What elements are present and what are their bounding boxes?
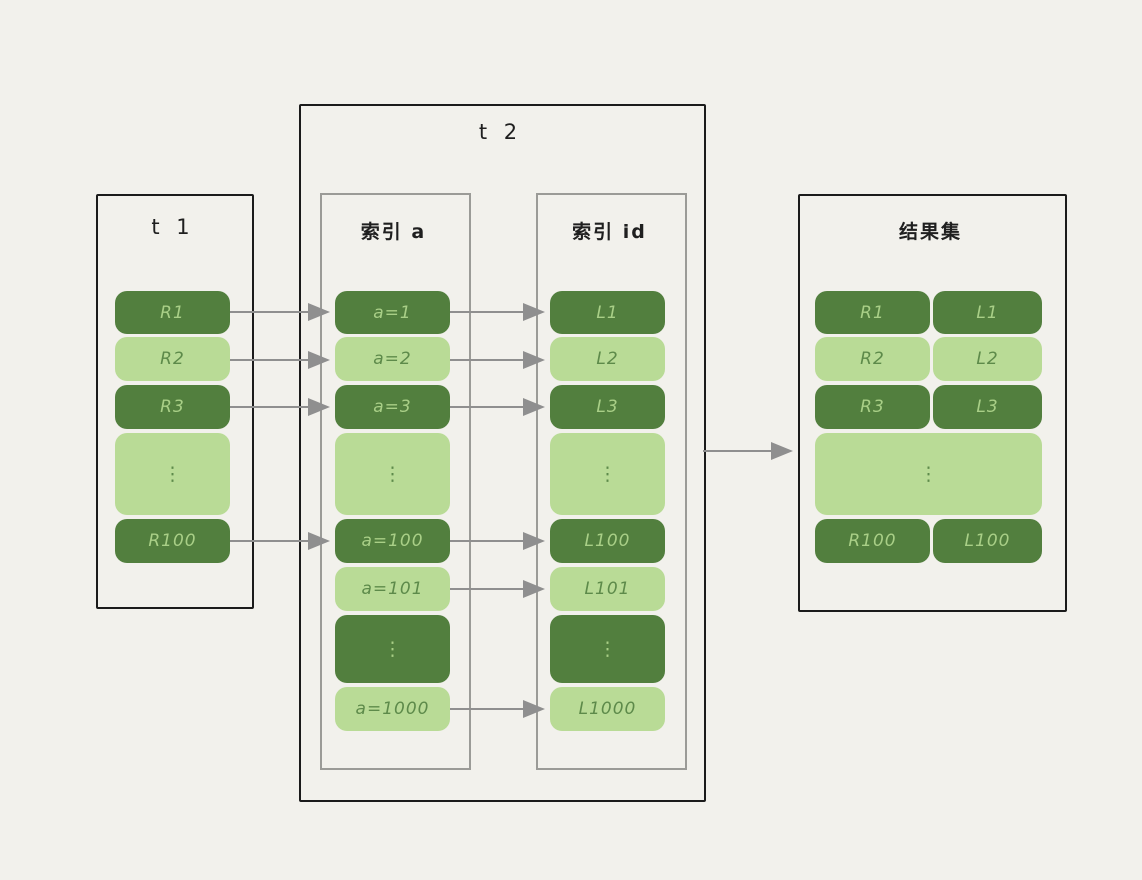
result-row-3-left: R3 bbox=[815, 385, 930, 429]
result-set-title: 结果集 bbox=[898, 221, 962, 243]
index-id-row-100: L100 bbox=[550, 519, 665, 563]
index-id-row-1000: L1000 bbox=[550, 687, 665, 731]
t1-row-r3: R3 bbox=[115, 385, 230, 429]
result-row-100-right: L100 bbox=[933, 519, 1042, 563]
t1-title: t 1 bbox=[151, 215, 195, 239]
result-row-2-right: L2 bbox=[933, 337, 1042, 381]
index-id-row-2: L2 bbox=[550, 337, 665, 381]
index-id-row-ellipsis-1: ⋮ bbox=[550, 433, 665, 515]
t2-title: t 2 bbox=[478, 120, 523, 144]
t1-row-r100: R100 bbox=[115, 519, 230, 563]
index-id-row-101: L101 bbox=[550, 567, 665, 611]
index-id-row-3: L3 bbox=[550, 385, 665, 429]
index-id-row-ellipsis-2: ⋮ bbox=[550, 615, 665, 683]
index-a-row-1000: a=1000 bbox=[335, 687, 450, 731]
index-a-row-101: a=101 bbox=[335, 567, 450, 611]
table-t2-box bbox=[299, 104, 706, 802]
result-row-1-right: L1 bbox=[933, 291, 1042, 334]
index-a-title: 索引 a bbox=[360, 221, 427, 243]
index-id-row-1: L1 bbox=[550, 291, 665, 334]
index-id-title: 索引 id bbox=[572, 221, 647, 243]
index-a-row-1: a=1 bbox=[335, 291, 450, 334]
t1-row-r1: R1 bbox=[115, 291, 230, 334]
result-set-box bbox=[798, 194, 1067, 612]
result-row-100-left: R100 bbox=[815, 519, 930, 563]
table-t1-box bbox=[96, 194, 254, 609]
index-a-row-ellipsis-2: ⋮ bbox=[335, 615, 450, 683]
index-a-box bbox=[320, 193, 471, 770]
index-a-row-ellipsis-1: ⋮ bbox=[335, 433, 450, 515]
index-a-row-100: a=100 bbox=[335, 519, 450, 563]
t1-row-r2: R2 bbox=[115, 337, 230, 381]
result-row-2-left: R2 bbox=[815, 337, 930, 381]
result-row-1-left: R1 bbox=[815, 291, 930, 334]
t1-row-ellipsis: ⋮ bbox=[115, 433, 230, 515]
result-row-ellipsis: ⋮ bbox=[815, 433, 1042, 515]
index-a-row-3: a=3 bbox=[335, 385, 450, 429]
result-row-3-right: L3 bbox=[933, 385, 1042, 429]
index-a-row-2: a=2 bbox=[335, 337, 450, 381]
index-id-box bbox=[536, 193, 687, 770]
